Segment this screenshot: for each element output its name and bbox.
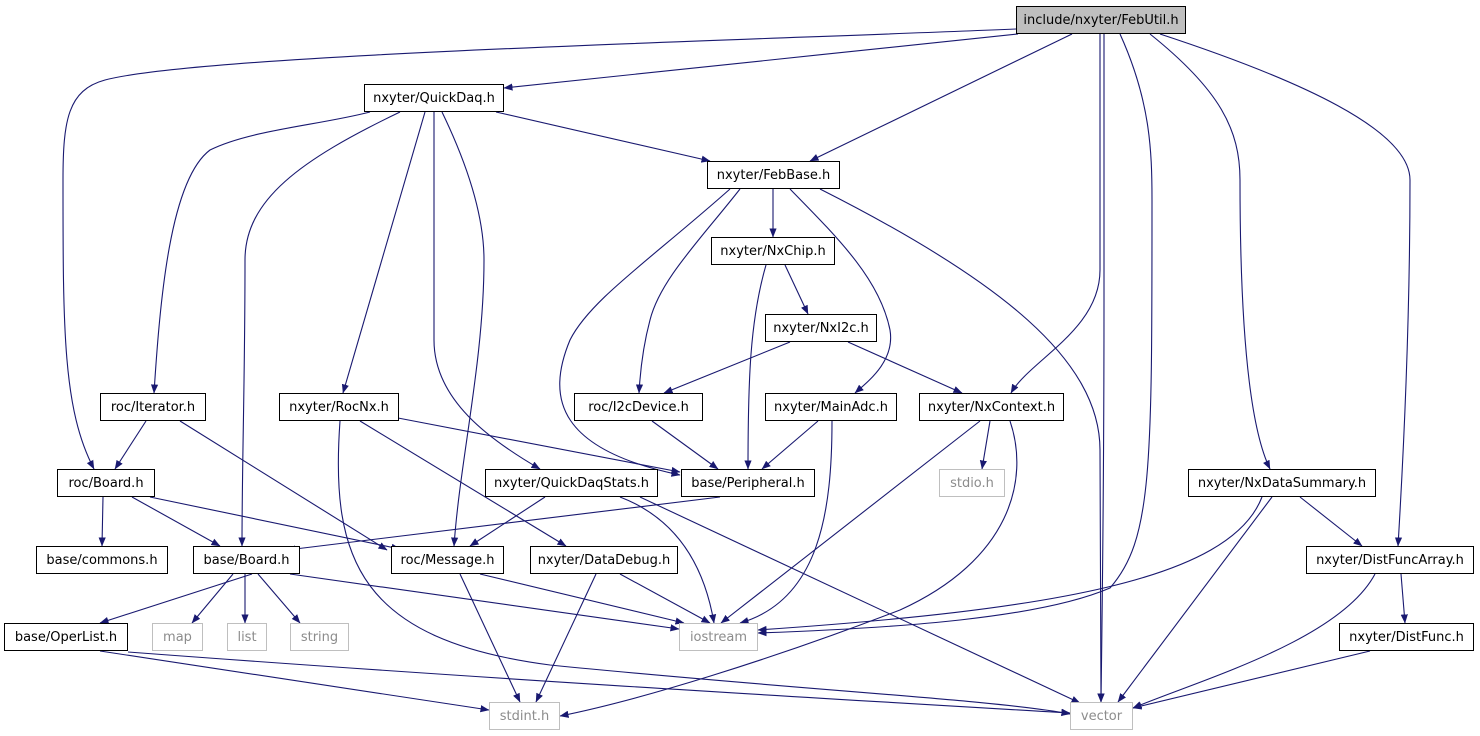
- edge-roc-board-to-roc-message: [149, 496, 401, 551]
- edge-nxcontext-to-stdint: [559, 420, 1018, 718]
- edge-roc-iterator-to-roc-board: [114, 420, 147, 470]
- edge-base-board-to-base-operlist: [99, 573, 253, 624]
- edge-base-board-to-map: [191, 573, 234, 624]
- edge-base-board-to-iostream: [289, 573, 680, 632]
- edge-distfuncarray-to-distfunc: [1400, 573, 1408, 624]
- edge-quickdaqstats-to-vector: [639, 496, 1081, 704]
- node-nxchip[interactable]: nxyter/NxChip.h: [711, 237, 835, 265]
- node-base-commons[interactable]: base/commons.h: [36, 546, 168, 574]
- edge-febbase-to-vector: [819, 188, 1105, 703]
- edge-base-operlist-to-vector: [127, 651, 1071, 717]
- edge-rocnx-to-datadebug: [359, 420, 567, 547]
- edge-roc-message-to-iostream: [479, 573, 685, 625]
- node-quickdaqstats[interactable]: nxyter/QuickDaqStats.h: [485, 469, 658, 497]
- edge-base-peripheral-to-base-board: [286, 496, 721, 553]
- edge-quickdaqstats-to-roc-message: [469, 496, 546, 547]
- node-string: string: [290, 623, 349, 651]
- edge-nxcontext-to-stdio: [979, 420, 991, 470]
- edge-datadebug-to-iostream: [619, 573, 711, 624]
- edge-distfunc-to-vector: [1132, 650, 1371, 710]
- edge-mainadc-to-base-peripheral: [761, 420, 819, 470]
- edge-febbase-to-mainadc: [789, 188, 892, 394]
- edge-quickdaq-to-quickdaqstats: [433, 112, 541, 470]
- edge-nxi2c-to-roc-i2cdevice: [663, 341, 791, 394]
- edge-mainadc-to-iostream: [739, 420, 833, 625]
- edge-distfuncarray-to-vector: [1132, 573, 1376, 709]
- edge-febbase-to-roc-i2cdevice: [635, 188, 741, 394]
- node-nxdatasummary[interactable]: nxyter/NxDataSummary.h: [1188, 469, 1376, 497]
- node-roc-board[interactable]: roc/Board.h: [57, 469, 155, 497]
- edge-feb-util-to-nxdatasummary: [1149, 33, 1271, 470]
- edge-feb-util-to-iostream: [757, 33, 1153, 637]
- edge-quickdaq-to-roc-message: [441, 111, 485, 547]
- edge-nxchip-to-nxi2c: [784, 264, 809, 315]
- edge-feb-util-to-vector: [1097, 34, 1105, 703]
- edge-feb-util-to-febbase: [809, 33, 1073, 162]
- edge-rocnx-to-base-peripheral: [397, 417, 681, 474]
- node-distfuncarray[interactable]: nxyter/DistFuncArray.h: [1306, 546, 1474, 574]
- node-distfunc[interactable]: nxyter/DistFunc.h: [1339, 623, 1474, 651]
- node-map: map: [152, 623, 203, 651]
- node-iostream: iostream: [679, 623, 758, 651]
- edge-roc-board-to-base-commons: [98, 496, 106, 547]
- node-roc-i2cdevice[interactable]: roc/I2cDevice.h: [574, 393, 703, 421]
- node-febbase[interactable]: nxyter/FebBase.h: [707, 161, 840, 189]
- edge-quickdaq-to-base-board: [238, 111, 401, 547]
- edge-feb-util-to-distfuncarray: [1159, 33, 1411, 547]
- edge-nxdatasummary-to-distfuncarray: [1299, 496, 1363, 547]
- edge-roc-iterator-to-roc-message: [179, 420, 388, 551]
- edge-nxdatasummary-to-iostream: [757, 496, 1263, 634]
- node-nxcontext[interactable]: nxyter/NxContext.h: [919, 393, 1064, 421]
- edge-base-operlist-to-stdint: [99, 650, 490, 713]
- edge-nxcontext-to-iostream: [720, 420, 981, 624]
- node-datadebug[interactable]: nxyter/DataDebug.h: [530, 546, 678, 574]
- node-base-board[interactable]: base/Board.h: [193, 546, 300, 574]
- edge-nxdatasummary-to-vector: [1117, 496, 1273, 703]
- node-feb-util[interactable]: include/nxyter/FebUtil.h: [1016, 6, 1186, 34]
- edge-roc-i2cdevice-to-base-peripheral: [651, 420, 719, 470]
- node-mainadc[interactable]: nxyter/MainAdc.h: [765, 393, 897, 421]
- edge-feb-util-to-quickdaq: [503, 33, 1019, 91]
- edge-base-board-to-string: [257, 573, 301, 624]
- node-stdint: stdint.h: [489, 702, 560, 730]
- node-base-peripheral[interactable]: base/Peripheral.h: [681, 469, 815, 497]
- node-base-operlist[interactable]: base/OperList.h: [4, 623, 128, 651]
- node-vector: vector: [1070, 702, 1133, 730]
- edge-feb-util-to-nxcontext: [1010, 33, 1101, 394]
- node-roc-message[interactable]: roc/Message.h: [391, 546, 504, 574]
- edge-quickdaq-to-febbase: [495, 111, 711, 163]
- edge-quickdaq-to-rocnx: [341, 111, 426, 394]
- node-stdio: stdio.h: [939, 469, 1005, 497]
- node-quickdaq[interactable]: nxyter/QuickDaq.h: [364, 84, 504, 112]
- node-roc-iterator[interactable]: roc/Iterator.h: [100, 393, 206, 421]
- edge-roc-message-to-stdint: [459, 573, 521, 703]
- edge-datadebug-to-stdint: [535, 573, 597, 703]
- node-rocnx[interactable]: nxyter/RocNx.h: [279, 393, 399, 421]
- edge-rocnx-to-vector: [337, 420, 1071, 716]
- edge-nxchip-to-base-peripheral: [744, 264, 767, 470]
- edge-quickdaq-to-roc-iterator: [150, 111, 371, 394]
- edge-roc-board-to-base-board: [131, 496, 221, 547]
- edge-feb-util-to-roc-board: [62, 28, 1017, 470]
- edge-nxi2c-to-nxcontext: [847, 341, 963, 394]
- node-list: list: [227, 623, 267, 651]
- node-nxi2c[interactable]: nxyter/NxI2c.h: [765, 314, 877, 342]
- edge-febbase-to-base-peripheral: [559, 188, 731, 477]
